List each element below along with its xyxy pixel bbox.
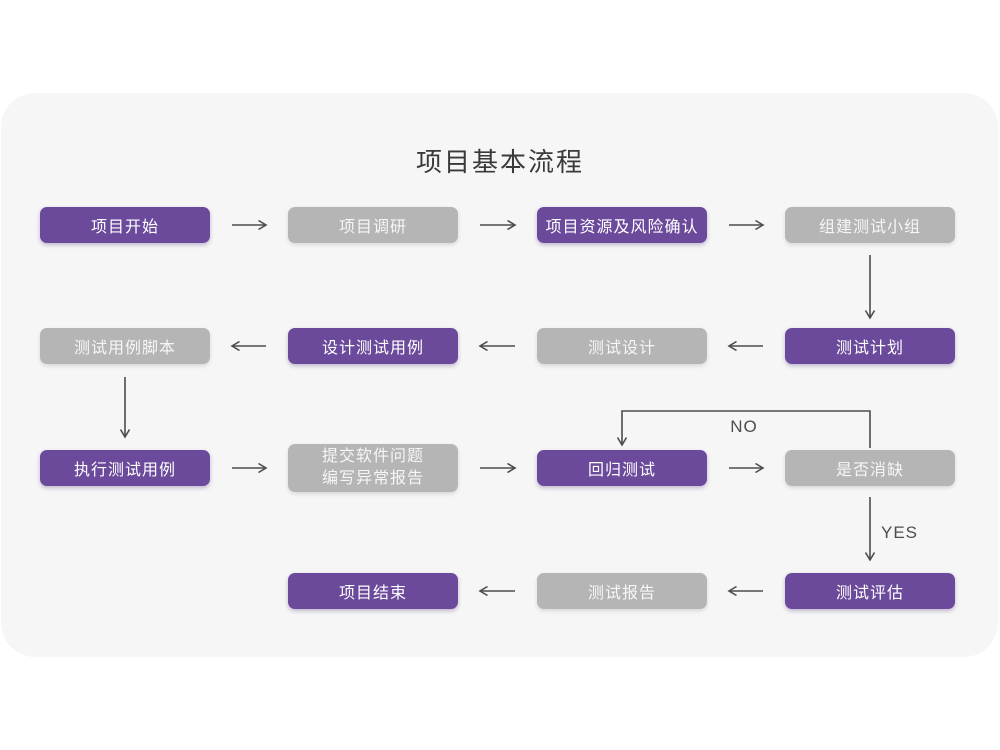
node-test-design: 测试设计	[537, 328, 707, 364]
node-regression-test: 回归测试	[537, 450, 707, 486]
edge-label-yes: YES	[881, 523, 919, 542]
node-project-research: 项目调研	[288, 207, 458, 243]
diagram-card-background	[1, 93, 998, 657]
node-defect-cleared: 是否消缺	[785, 450, 955, 486]
node-build-test-team: 组建测试小组	[785, 207, 955, 243]
node-design-test-case: 设计测试用例	[288, 328, 458, 364]
edge-label-no: NO	[730, 417, 758, 436]
node-test-report: 测试报告	[537, 573, 707, 609]
node-test-evaluate: 测试评估	[785, 573, 955, 609]
node-project-start: 项目开始	[40, 207, 210, 243]
node-test-plan: 测试计划	[785, 328, 955, 364]
node-project-end: 项目结束	[288, 573, 458, 609]
node-test-case-script: 测试用例脚本	[40, 328, 210, 364]
node-submit-issue-report: 提交软件问题 编写异常报告	[288, 444, 458, 492]
node-resource-risk-confirm: 项目资源及风险确认	[537, 207, 707, 243]
diagram-title: 项目基本流程	[415, 147, 584, 177]
node-execute-test-case: 执行测试用例	[40, 450, 210, 486]
